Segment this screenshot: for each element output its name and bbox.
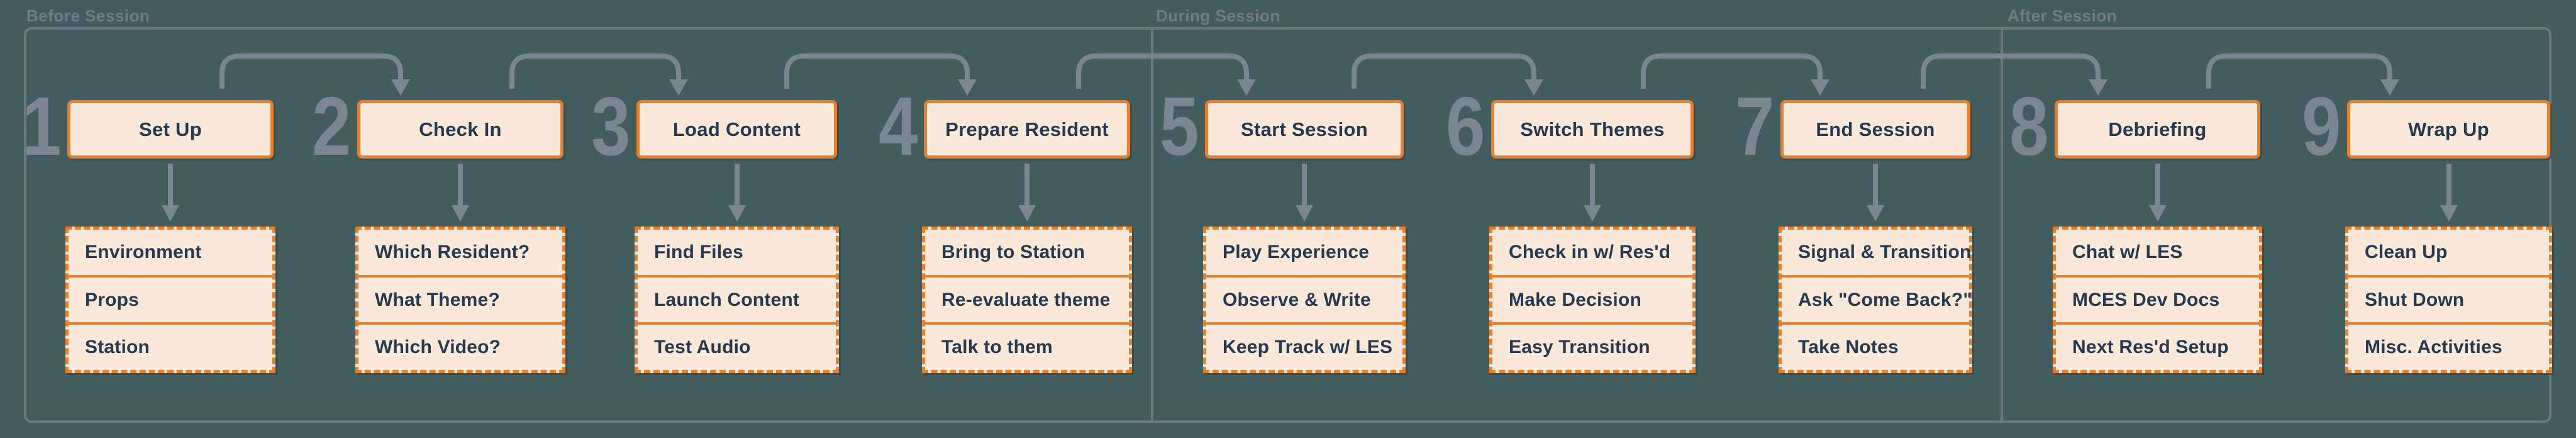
step-number: 1 [21,80,61,172]
step-title: Start Session [1240,118,1368,140]
step-item: Re-evaluate theme [925,274,1129,323]
step-item: Easy Transition [1492,322,1692,370]
step-item: Chat w/ LES [2072,241,2183,262]
section-label-after-session: After Session [2007,6,2118,25]
step-title: End Session [1816,118,1935,140]
step-number: 9 [2301,80,2341,172]
step-number: 6 [1445,80,1485,172]
step-item: Next Res'd Setup [2056,322,2259,370]
step-item: Which Video? [358,322,562,370]
step-item: What Theme? [358,274,562,323]
step-item: Environment [85,241,202,262]
step-title: Switch Themes [1520,118,1665,140]
step-item: Launch Content [638,274,836,323]
step-title-box: Start Session [1205,100,1404,159]
step-title-box: Debriefing [2055,100,2260,159]
section-label-before-session: Before Session [26,6,150,25]
step-number: 5 [1159,80,1199,172]
step-title-box: End Session [1780,100,1970,159]
step-item: Test Audio [638,322,836,370]
step-title: Debriefing [2108,118,2207,140]
step-item: Play Experience [1223,241,1370,262]
step-item: Signal & Transition [1798,241,1972,262]
step-title-box: Switch Themes [1491,100,1694,159]
section-divider-during [1151,27,1153,423]
step-title-box: Load Content [636,100,837,159]
step-item: Observe & Write [1206,274,1402,323]
step-item: Shut Down [2348,274,2549,323]
step-item: Props [69,274,272,323]
diagram-outer-frame [24,27,2551,423]
step-item: Take Notes [1782,322,1969,370]
step-number: 8 [2009,80,2048,172]
step-title: Load Content [672,118,801,140]
step-item: Bring to Station [941,241,1085,262]
step-item: Make Decision [1492,274,1692,323]
step-title-box: Check In [357,100,564,159]
step-number: 7 [1735,80,1774,172]
step-item: Misc. Activities [2348,322,2549,370]
step-number: 3 [591,80,630,172]
step-title: Set Up [139,118,202,140]
section-label-during-session: During Session [1156,6,1280,25]
step-item: Talk to them [925,322,1129,370]
step-title: Wrap Up [2408,118,2489,140]
step-item: MCES Dev Docs [2056,274,2259,323]
step-number: 2 [311,80,351,172]
step-items-box: Which Resident? What Theme?Which Video? [355,227,565,373]
step-title-box: Wrap Up [2347,100,2550,159]
step-item: Keep Track w/ LES [1206,322,1402,370]
section-divider-after [2001,27,2003,423]
step-title-box: Prepare Resident [924,100,1130,159]
step-title-box: Set Up [67,100,274,159]
step-item: Clean Up [2365,241,2448,262]
step-item: Which Resident? [375,241,530,262]
step-title: Prepare Resident [945,118,1109,140]
step-title: Check In [419,118,502,140]
step-item: Ask "Come Back?" [1782,274,1972,323]
step-item: Station [69,322,272,370]
step-number: 4 [878,80,918,172]
step-item: Find Files [654,241,744,262]
step-item: Check in w/ Res'd [1509,241,1671,262]
